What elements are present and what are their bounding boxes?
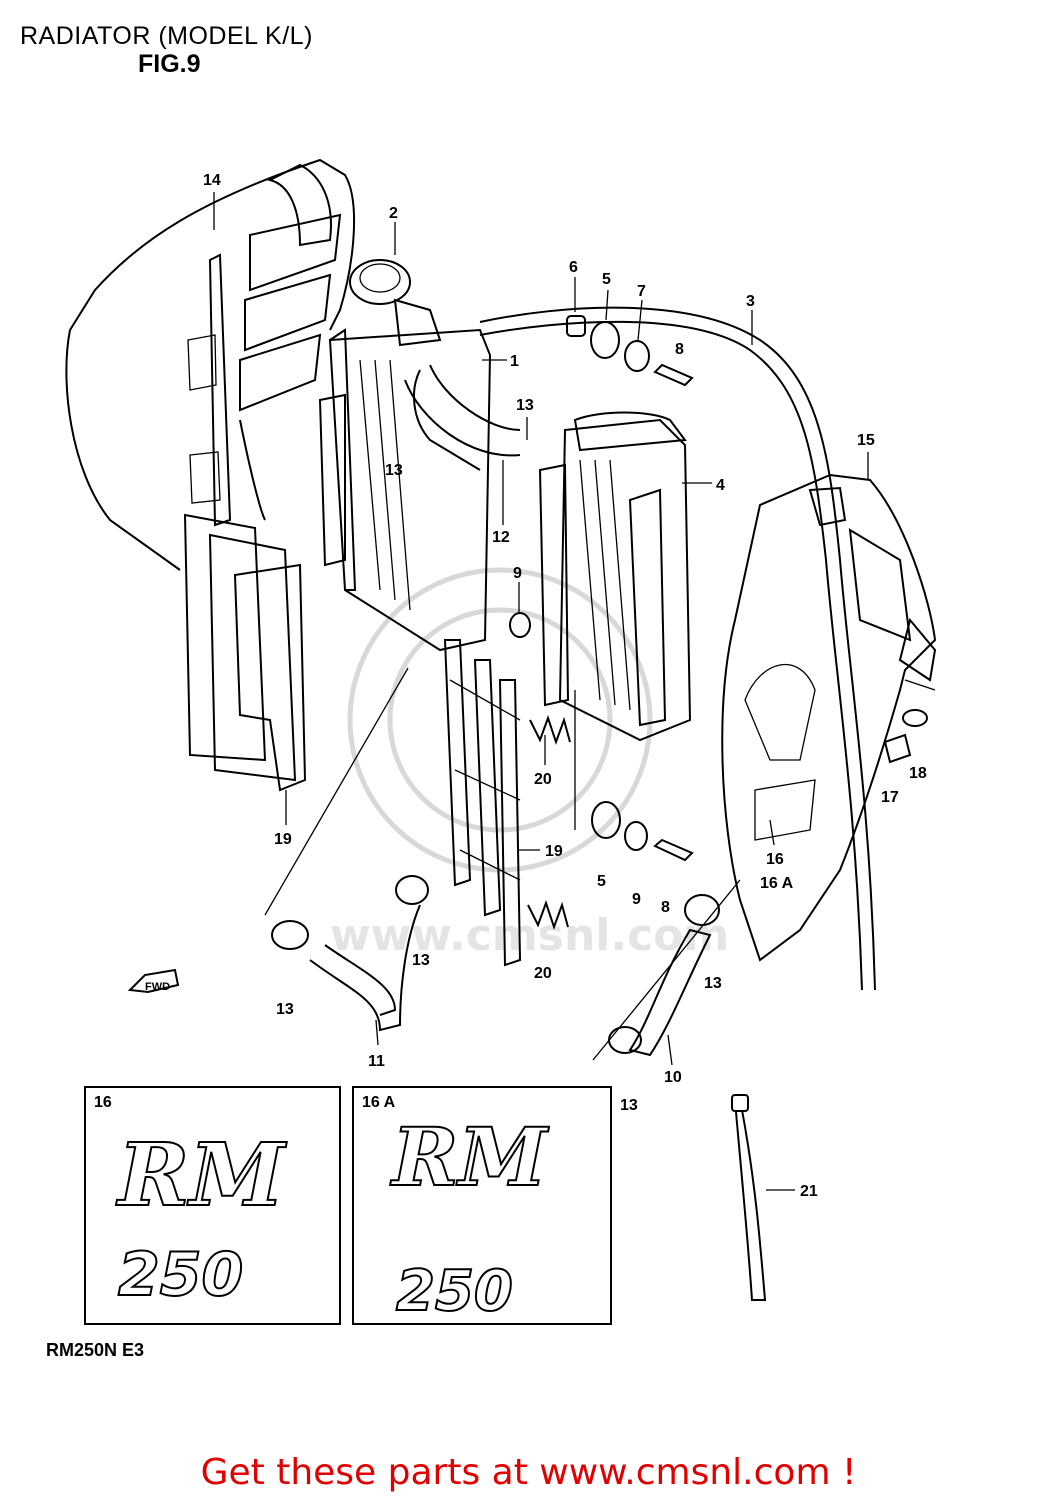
callout-2: 2 (389, 205, 398, 222)
callout-21: 21 (800, 1183, 818, 1200)
watermark: www.cmsnl.com (330, 567, 729, 961)
decal-box-16-label: 16 (94, 1094, 112, 1111)
callout-18: 18 (909, 765, 927, 782)
callout-8-lower: 8 (661, 899, 670, 916)
leader-lines (213, 192, 936, 1191)
top-mount-hardware (566, 315, 694, 387)
callout-19-center: 19 (545, 843, 563, 860)
callout-17: 17 (881, 789, 899, 806)
left-bracket (187, 253, 232, 527)
callout-9-upper: 9 (513, 565, 522, 582)
decal-16a-rm-logo: RM (390, 1110, 549, 1204)
callout-3: 3 (746, 293, 755, 310)
shroud-bolt-and-washer (883, 709, 928, 764)
springs (527, 714, 571, 931)
callout-13-lower-right: 13 (704, 975, 722, 992)
figure-label: FIG.9 (138, 50, 201, 78)
upper-hose (404, 364, 521, 457)
decal-box-16a-label: 16 A (362, 1094, 396, 1111)
right-radiator (538, 411, 692, 742)
callout-13-lower-left-clamp: 13 (412, 952, 430, 969)
decal-16-rm-logo: RM (115, 1125, 287, 1226)
callout-9-lower: 9 (632, 891, 641, 908)
page-title: RADIATOR (MODEL K/L) (20, 22, 313, 50)
callout-1: 1 (510, 353, 519, 370)
callout-labels: 14 2 6 5 7 3 8 1 13 13 15 4 12 9 20 19 1… (203, 172, 927, 1200)
watermark-text: www.cmsnl.com (330, 910, 729, 961)
decal-16-250-logo: 250 (118, 1240, 243, 1310)
left-radiator-guard (183, 513, 307, 792)
callout-5-top: 5 (602, 271, 611, 288)
callout-14: 14 (203, 172, 221, 189)
callout-6: 6 (569, 259, 578, 276)
left-radiator (318, 328, 492, 652)
forward-arrow-label: FWD (145, 981, 170, 993)
callout-19-left: 19 (274, 831, 292, 848)
callout-5-lower: 5 (597, 873, 606, 890)
callout-20-lower: 20 (534, 965, 552, 982)
callout-16a: 16 A (760, 875, 794, 892)
model-code: RM250N E3 (46, 1340, 145, 1360)
callout-12: 12 (492, 529, 510, 546)
callout-15: 15 (857, 432, 875, 449)
right-radiator-shroud (721, 473, 937, 962)
callout-13-upper-left: 13 (385, 462, 403, 479)
callout-7: 7 (637, 283, 646, 300)
get-parts-link[interactable]: Get these parts at www.cmsnl.com ! (200, 1452, 857, 1493)
callout-16: 16 (766, 851, 784, 868)
decal-16a-250-logo: 250 (396, 1259, 513, 1324)
callout-8-top: 8 (675, 341, 684, 358)
shroud-rm250-decal (744, 663, 816, 841)
lower-mount-hardware (509, 612, 694, 862)
center-radiator-guard (443, 639, 522, 967)
callout-13-upper-right: 13 (516, 397, 534, 414)
cable-tie (731, 1094, 767, 1301)
callout-4: 4 (716, 477, 725, 494)
callout-13-lower-left: 13 (276, 1001, 294, 1018)
left-radiator-shroud (65, 158, 356, 571)
decal-box-16a: 16 A RM 250 (352, 1086, 612, 1325)
lower-left-hose (271, 875, 429, 1032)
overflow-tube (479, 306, 876, 991)
radiator-cap (349, 259, 442, 347)
decal-box-16: 16 RM 250 (84, 1086, 341, 1325)
callout-11: 11 (368, 1053, 385, 1070)
callout-20-upper: 20 (534, 771, 552, 788)
forward-arrow: FWD (127, 968, 180, 994)
callout-13-bottom: 13 (620, 1097, 638, 1114)
callout-10: 10 (664, 1069, 682, 1086)
